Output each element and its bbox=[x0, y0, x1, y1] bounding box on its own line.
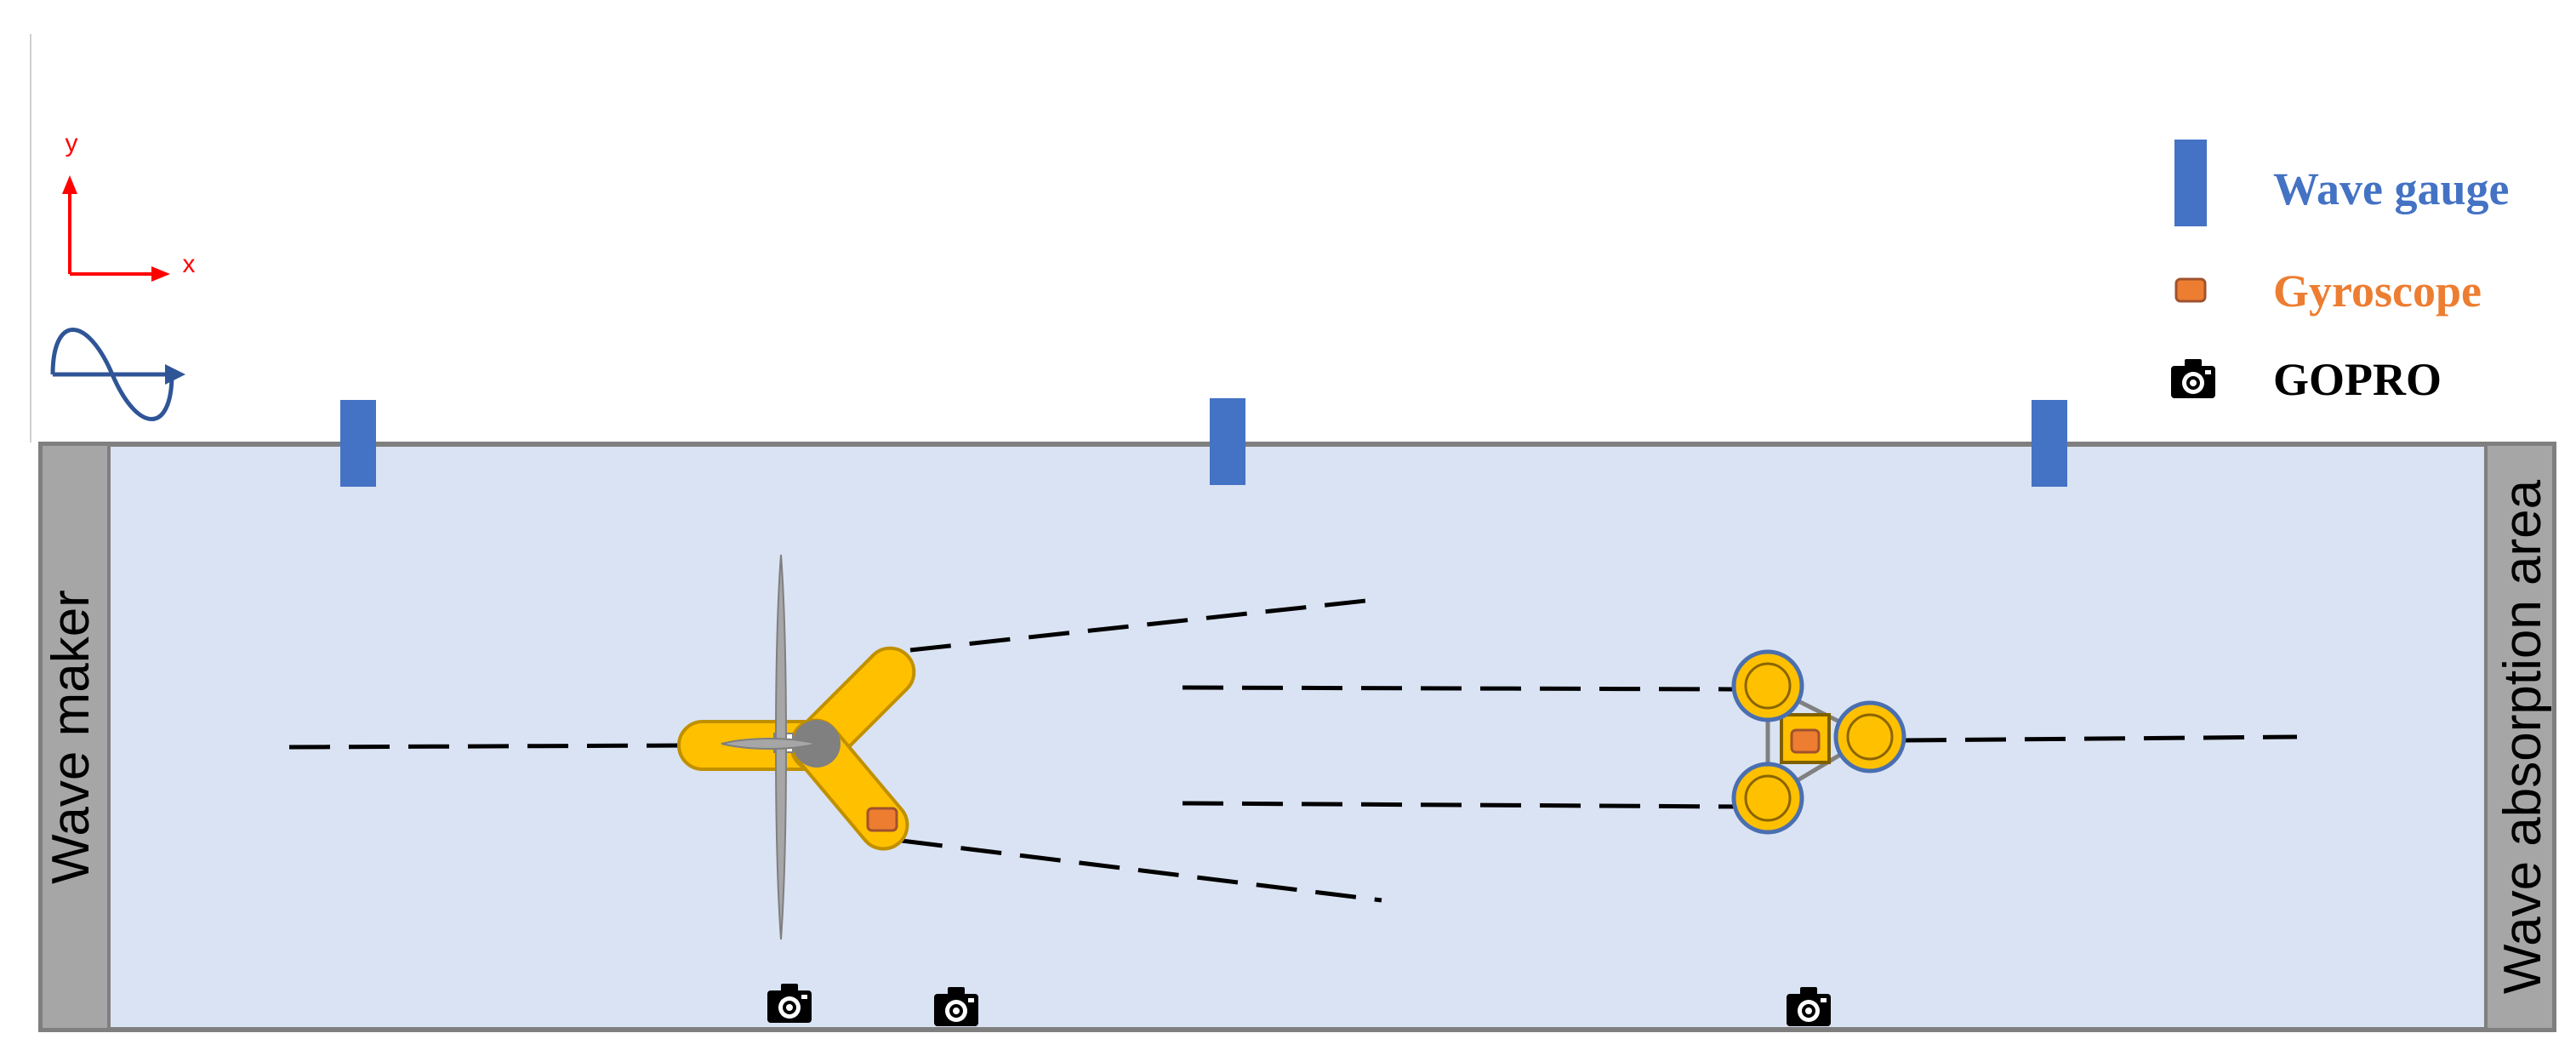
absorption-panel bbox=[2484, 442, 2556, 1031]
legend: Wave gauge Gyroscope GOPRO bbox=[2171, 140, 2510, 405]
wave-gauge-icon bbox=[340, 400, 376, 487]
wave-gauge-icon bbox=[1210, 398, 1245, 485]
triangular-platform bbox=[1731, 649, 1906, 835]
buoy-columns bbox=[1731, 649, 1906, 835]
axis-arrows-icon: y x bbox=[62, 129, 196, 282]
wave-maker-label: Wave maker bbox=[42, 590, 100, 884]
turbine-blades-icon bbox=[721, 554, 820, 940]
gyroscope-icon bbox=[2174, 277, 2207, 303]
wave-gauge-icon bbox=[2032, 400, 2067, 487]
wave-tank: Wave maker Wave absorption area bbox=[38, 442, 2556, 1032]
wave-maker-panel bbox=[39, 442, 111, 1031]
legend-wave-gauge-label: Wave gauge bbox=[2273, 163, 2510, 214]
mooring-lines bbox=[288, 596, 2298, 903]
y-axis-label: y bbox=[66, 129, 78, 157]
gyroscope-icon bbox=[1790, 728, 1821, 754]
legend-gopro-label: GOPRO bbox=[2273, 354, 2442, 405]
tank-water bbox=[38, 442, 2556, 1032]
camera-icon bbox=[2171, 359, 2215, 398]
wave-direction-icon bbox=[50, 328, 185, 421]
x-axis-label: x bbox=[183, 250, 196, 278]
wave-gauge-icon bbox=[2174, 140, 2207, 226]
legend-gyroscope-label: Gyroscope bbox=[2273, 265, 2482, 317]
absorption-area-label: Wave absorption area bbox=[2493, 479, 2552, 994]
gyroscope-icon bbox=[866, 807, 898, 832]
